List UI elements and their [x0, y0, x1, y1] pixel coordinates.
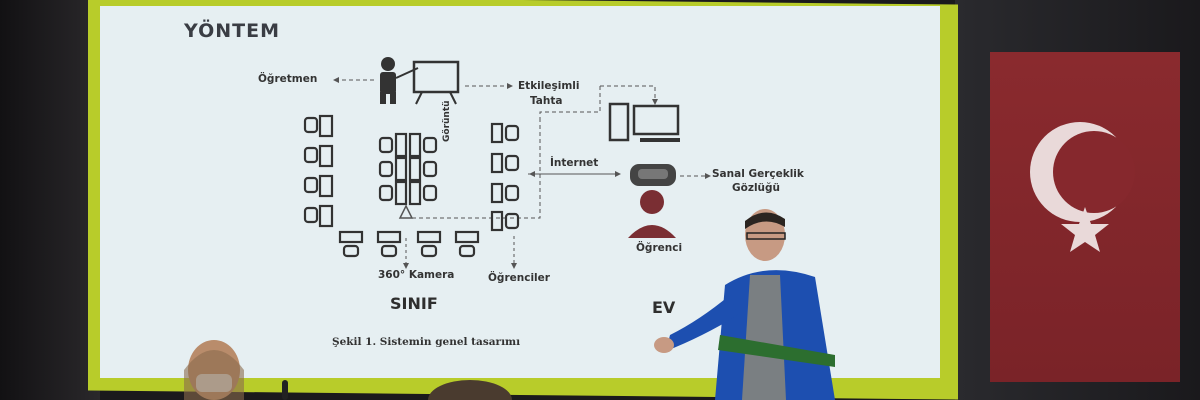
label-teacher: Öğretmen — [258, 73, 318, 85]
slide-title: YÖNTEM — [184, 20, 280, 42]
audience-person-right — [428, 380, 512, 400]
student-icon — [628, 190, 676, 238]
label-home: EV — [652, 298, 676, 317]
label-vr-1: Sanal Gerçeklik — [712, 168, 804, 180]
label-camera: 360° Kamera — [378, 269, 455, 281]
vr-goggles-icon — [630, 164, 676, 186]
computer-icon — [608, 102, 680, 142]
whiteboard-icon — [412, 60, 460, 105]
room-wall-left — [0, 0, 100, 400]
audience-person-left — [184, 340, 244, 400]
figure-caption: Şekil 1. Sistemin genel tasarımı — [332, 336, 521, 348]
presenter-person — [654, 209, 835, 400]
label-vr-2: Gözlüğü — [732, 182, 781, 194]
desks-center — [378, 132, 438, 206]
system-diagram — [303, 57, 711, 269]
turkish-flag — [990, 52, 1180, 382]
desks-left — [303, 114, 334, 228]
label-board-2: Tahta — [530, 95, 563, 107]
teacher-icon — [380, 57, 419, 104]
label-internet: İnternet — [550, 157, 599, 169]
desks-bottom — [338, 230, 480, 258]
label-students: Öğrenciler — [488, 272, 550, 284]
label-image-vertical: Görüntü — [442, 100, 452, 142]
label-student: Öğrenci — [636, 242, 683, 254]
label-classroom: SINIF — [390, 294, 438, 313]
microphone — [282, 380, 288, 400]
label-board-1: Etkileşimli — [518, 80, 580, 92]
desks-right — [490, 122, 520, 232]
camera-icon — [398, 204, 414, 269]
